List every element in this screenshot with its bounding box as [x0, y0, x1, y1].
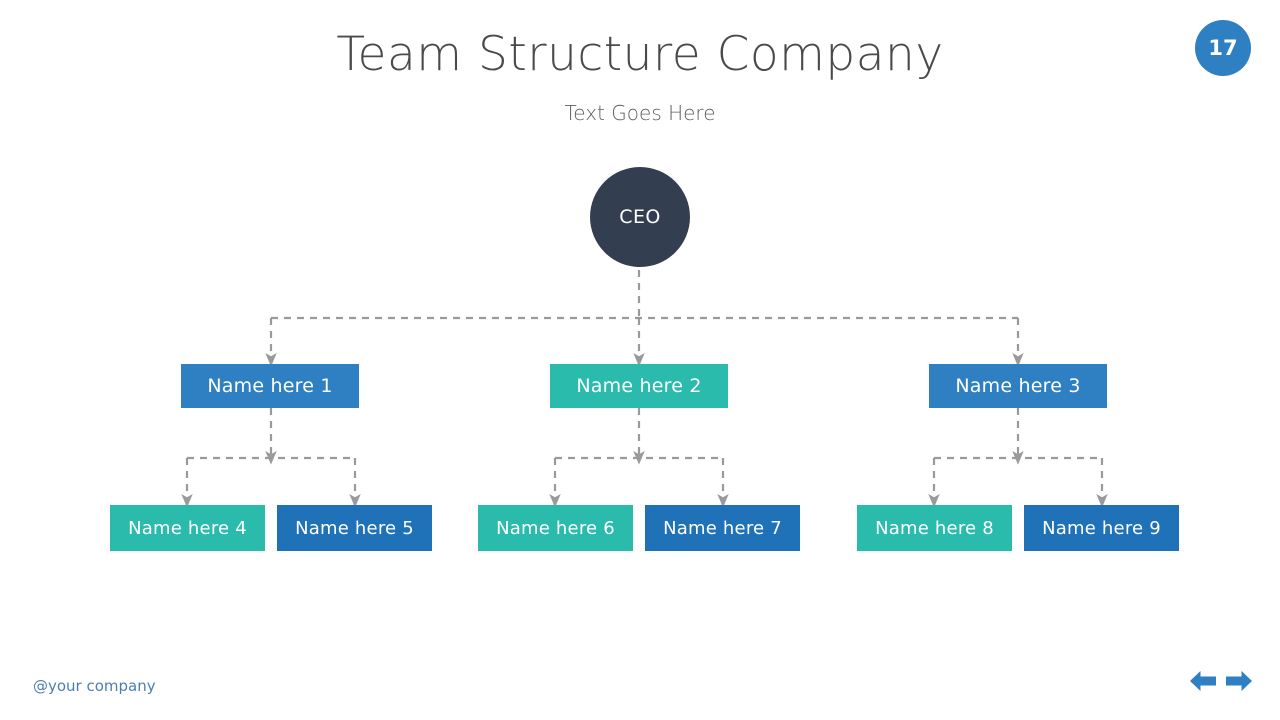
org-node-level2-3[interactable]: Name here 3: [929, 364, 1107, 408]
org-node-level3-6[interactable]: Name here 6: [478, 505, 633, 551]
next-slide-arrow-icon[interactable]: [1224, 668, 1254, 694]
org-node-level3-5[interactable]: Name here 5: [277, 505, 432, 551]
org-node-level3-7[interactable]: Name here 7: [645, 505, 800, 551]
org-node-level3-9[interactable]: Name here 9: [1024, 505, 1179, 551]
slide-navigation: [1188, 668, 1256, 696]
footer-company-handle: @your company: [33, 677, 156, 695]
org-node-level2-2[interactable]: Name here 2: [550, 364, 728, 408]
page-subtitle: Text Goes Here: [564, 101, 716, 125]
page-title: Team Structure Company: [336, 27, 944, 82]
org-node-level2-1[interactable]: Name here 1: [181, 364, 359, 408]
slide-number-badge: 17: [1195, 20, 1251, 76]
prev-slide-arrow-icon[interactable]: [1188, 668, 1218, 694]
org-node-level3-4[interactable]: Name here 4: [110, 505, 265, 551]
org-node-ceo[interactable]: CEO: [590, 167, 690, 267]
org-node-level3-8[interactable]: Name here 8: [857, 505, 1012, 551]
